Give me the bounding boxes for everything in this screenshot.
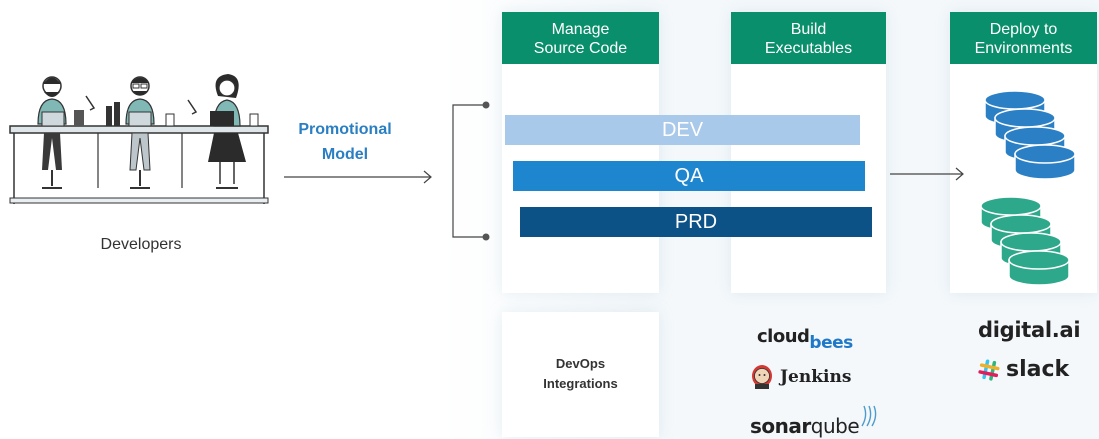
database-blue-icon [984, 90, 1076, 180]
arrow-right-icon [955, 167, 964, 181]
database-green-icon [980, 196, 1070, 286]
deploy-arrow [890, 167, 964, 181]
header-line1: Build [790, 21, 827, 38]
header-line2: Source Code [533, 40, 628, 57]
header-line2: Executables [764, 40, 853, 57]
env-bar-prd: PRD [520, 207, 872, 237]
connector-dot-top [482, 101, 490, 109]
sonar-text-a: sonar [750, 414, 811, 438]
flow-connectors [284, 101, 490, 241]
header-deploy-environments: Deploy to Environments [950, 12, 1097, 64]
header-line1: Deploy to [989, 21, 1058, 38]
jenkins-text: Jenkins [780, 367, 852, 387]
env-label-qa: QA [674, 164, 704, 187]
developer-2 [106, 76, 175, 189]
promotional-model-line2: Model [321, 146, 369, 163]
digitalai-logo: digital.ai [978, 318, 1081, 342]
sonar-waves-icon [861, 405, 877, 427]
env-bar-dev: DEV [505, 115, 860, 145]
jenkins-icon [752, 365, 772, 389]
env-label-dev: DEV [661, 118, 704, 141]
header-manage-source-code: Manage Source Code [502, 12, 659, 64]
developers-illustration [9, 74, 269, 204]
env-label-prd: PRD [674, 210, 718, 233]
slack-hash-icon [978, 358, 1000, 381]
database-stacks [980, 90, 1076, 286]
connector-dot-bottom [482, 233, 490, 241]
devops-integrations-label: DevOps Integrations [502, 354, 659, 394]
promotional-model-line1: Promotional [298, 121, 392, 138]
developer-1 [37, 76, 96, 189]
sonar-text-b: qube [810, 414, 860, 438]
promotional-model-title: Promotional Model [270, 117, 420, 167]
header-line2: Environments [974, 40, 1073, 57]
integrations-panel [502, 312, 659, 437]
developer-3 [187, 74, 259, 189]
integrations-line2: Integrations [543, 376, 618, 391]
cloudbees-text-b: bees [809, 333, 853, 353]
header-build-executables: Build Executables [731, 12, 886, 64]
cloudbees-text-a: cloud [757, 326, 810, 347]
env-bar-qa: QA [513, 161, 865, 191]
header-line1: Manage [551, 21, 610, 38]
jenkins-logo: Jenkins [750, 364, 851, 390]
bracket-connector [452, 104, 485, 238]
slack-logo: slack [977, 357, 1069, 382]
slack-text: slack [1006, 357, 1070, 382]
integrations-line1: DevOps [555, 356, 606, 371]
arrow-right-icon [423, 170, 432, 184]
cloudbees-logo: cloudbees [757, 326, 853, 353]
developers-label: Developers [100, 236, 182, 253]
